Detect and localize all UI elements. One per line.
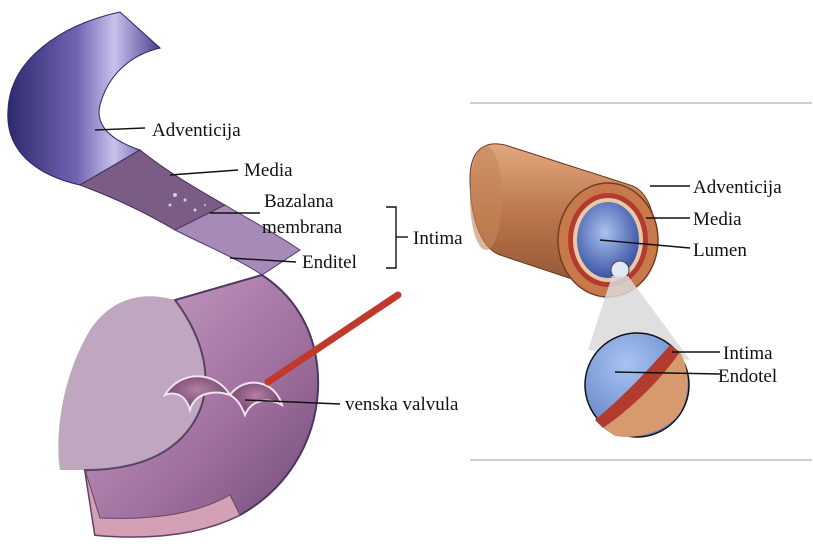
artery-panel bbox=[470, 103, 812, 460]
artery-lumen bbox=[577, 202, 639, 278]
vein-label-venska-valvula: venska valvula bbox=[345, 394, 459, 415]
artery-label-endotel: Endotel bbox=[718, 366, 777, 387]
vein-label-enditel: Enditel bbox=[302, 252, 357, 273]
artery-label-intima: Intima bbox=[723, 343, 773, 364]
vein-label-bazalana: Bazalana bbox=[264, 191, 334, 212]
artery-label-lumen: Lumen bbox=[693, 240, 747, 261]
vein-label-membrana: membrana bbox=[262, 217, 343, 238]
artery-label-adventicija: Adventicija bbox=[693, 177, 782, 198]
artery-far-end bbox=[470, 146, 502, 250]
vein-label-media: Media bbox=[244, 160, 293, 181]
artery-label-media: Media bbox=[693, 209, 742, 230]
vein-label-adventicija: Adventicija bbox=[152, 120, 241, 141]
vein-illustration bbox=[8, 12, 318, 537]
vein-label-intima: Intima bbox=[413, 228, 463, 249]
